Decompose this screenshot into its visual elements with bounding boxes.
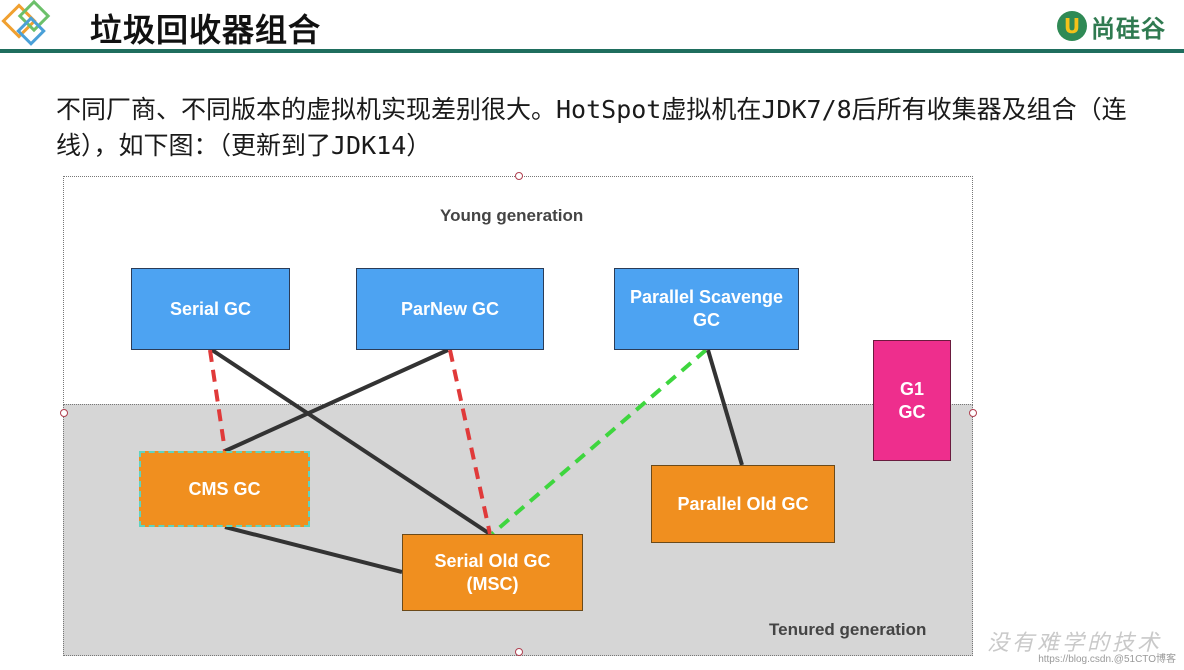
brand-name: 尚硅谷 bbox=[1091, 14, 1166, 43]
tenured-generation-label: Tenured generation bbox=[769, 620, 927, 639]
link-parnew-cms bbox=[224, 348, 449, 453]
selection-handle bbox=[969, 409, 977, 417]
link-parallelscavenge-parallelold bbox=[706, 349, 744, 466]
parallel-scavenge-gc-box: Parallel Scavenge GC bbox=[614, 268, 799, 350]
cms-gc-box: CMS GC bbox=[139, 451, 310, 527]
link-parnew-serialold bbox=[448, 349, 492, 535]
page-title: 垃圾回收器组合 bbox=[90, 11, 322, 49]
serial-gc-box: Serial GC bbox=[131, 268, 290, 350]
link-cms-serialold bbox=[224, 525, 403, 574]
g1-gc-box: G1 GC bbox=[873, 340, 951, 461]
parallel-old-gc-box: Parallel Old GC bbox=[651, 465, 835, 543]
link-serial-cms bbox=[208, 349, 227, 452]
young-generation-label: Young generation bbox=[440, 206, 584, 225]
link-serial-serialold bbox=[210, 348, 492, 536]
brand-mark-icon: U bbox=[1057, 11, 1087, 41]
watermark-text: 没有难学的技术 bbox=[986, 631, 1162, 656]
brand-logo: U 尚硅谷 bbox=[1057, 8, 1166, 44]
link-parallelscavenge-serialold bbox=[490, 348, 708, 536]
source-watermark: https://blog.csdn.@51CTO博客 bbox=[1038, 654, 1176, 665]
serial-old-gc-box: Serial Old GC (MSC) bbox=[402, 534, 583, 611]
selection-handle bbox=[515, 172, 523, 180]
intro-text: 不同厂商、不同版本的虚拟机实现差别很大。HotSpot虚拟机在JDK7/8后所有… bbox=[56, 95, 1127, 160]
logo-diamonds-icon bbox=[1, 0, 51, 46]
parnew-gc-box: ParNew GC bbox=[356, 268, 544, 350]
selection-handle bbox=[60, 409, 68, 417]
selection-handle bbox=[515, 648, 523, 656]
header-divider bbox=[0, 49, 1184, 53]
